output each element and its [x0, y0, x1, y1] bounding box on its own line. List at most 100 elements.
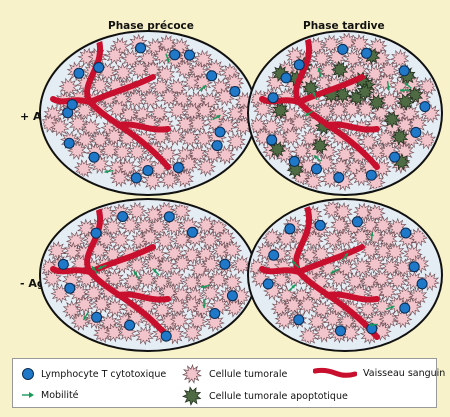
blood-vessel: [87, 74, 156, 105]
tumor-cell: [195, 100, 215, 121]
tumor-cell: [276, 229, 296, 249]
t-cell: [93, 62, 105, 73]
motility-arrow: [200, 284, 210, 289]
blood-vessel: [296, 244, 365, 275]
tumor-cell: [104, 322, 124, 343]
t-cell: [267, 92, 279, 104]
motility-arrow: [97, 264, 107, 270]
apoptotic-cell: [330, 60, 349, 79]
t-cell: [184, 49, 195, 61]
legend-item-tumor-cell: Cellule tumorale: [181, 363, 287, 385]
legend-label-t-cell: Lymphocyte T cytotoxique: [41, 368, 167, 380]
tumor-cell: [350, 33, 370, 54]
motility-arrow: [400, 88, 410, 93]
tumor-cell: [335, 228, 356, 249]
tumor-cell: [103, 217, 123, 238]
tumor-cell: [152, 300, 173, 320]
apoptotic-cell: [301, 79, 320, 97]
tumor-cell: [73, 159, 94, 179]
motility-arrow: [385, 305, 395, 310]
row-label-minus-ag: - Ag: [20, 277, 45, 290]
t-cell: [293, 59, 305, 71]
blood-vessel: [87, 99, 171, 170]
t-cell: [288, 155, 300, 167]
tumor-cell: [120, 215, 141, 236]
tumor-cell: [67, 140, 87, 161]
tumor-cell: [164, 126, 185, 147]
tumor-cell: [322, 309, 343, 329]
t-cell: [209, 308, 221, 319]
tumor-cell: [253, 99, 273, 119]
tumor-cell: [193, 128, 214, 149]
tumor-cell: [329, 215, 350, 236]
tumor-cell: [174, 59, 195, 79]
t-cell: [90, 227, 102, 239]
blood-vessel: [115, 291, 171, 303]
legend-label-tumor-cell: Cellule tumorale: [209, 368, 288, 380]
t-cell: [124, 319, 136, 331]
tumor-cell: [360, 215, 381, 236]
legend-label-motility: Mobilité: [41, 389, 79, 401]
tumor-cell: [167, 100, 188, 121]
t-cell: [351, 216, 363, 228]
tumor-cell: [345, 158, 366, 178]
tumor-cell: [171, 201, 192, 222]
motility-arrow: [404, 81, 412, 89]
t-cell: [172, 162, 184, 174]
t-cell: [314, 219, 326, 231]
tumor-cell: [127, 142, 148, 162]
tumor-cell: [393, 258, 413, 278]
tumor-cell: [90, 75, 110, 96]
tumor-cell: [307, 311, 328, 332]
tumor-panel-late-minus-ag: [247, 198, 443, 352]
tumor-cell: [298, 326, 319, 346]
motility-arrow: [104, 169, 114, 174]
blood-vessel: [87, 244, 156, 275]
legend-item-blood-vessel: Vaisseau sanguin: [313, 365, 445, 381]
tumor-cell: [329, 100, 349, 121]
blood-vessel: [84, 34, 103, 105]
legend-item-motility: Mobilité: [21, 388, 79, 402]
tumor-cell: [81, 117, 102, 138]
tumor-cell: [261, 116, 282, 137]
t-cell: [416, 278, 428, 290]
tumor-cell: [313, 323, 334, 343]
t-cell: [211, 140, 223, 152]
tumor-cell: [70, 311, 91, 331]
t-cell: [169, 49, 181, 61]
motility-arrow: [198, 84, 207, 92]
blood-vessel-icon: [313, 367, 357, 378]
legend: Lymphocyte T cytotoxique Mobilité Cellul…: [12, 358, 445, 408]
motility-arrow: [312, 91, 318, 101]
tumor-cell: [104, 45, 125, 66]
tumor-cell: [200, 229, 220, 250]
apoptotic-cell: [390, 127, 409, 146]
tumor-cell: [49, 117, 70, 137]
tumor-cell: [205, 58, 225, 79]
apoptotic-cell: [383, 110, 401, 129]
t-cell: [293, 314, 305, 326]
t-cell: [117, 211, 129, 222]
motility-arrow: [133, 270, 140, 279]
motility-arrow: [91, 265, 98, 274]
blood-vessel: [293, 34, 312, 105]
t-cell: [214, 126, 226, 138]
tumor-cell: [371, 103, 391, 124]
t-cell-icon: [22, 368, 34, 380]
tumor-cell: [134, 325, 155, 346]
tumor-cell: [159, 169, 180, 190]
tumor-cell: [126, 89, 146, 109]
t-cell: [284, 223, 296, 235]
tumor-cell: [365, 254, 386, 274]
blood-vessel: [296, 74, 365, 105]
tumor-cell: [208, 269, 229, 290]
tumor-cell: [192, 298, 213, 319]
tumor-cell: [329, 268, 349, 288]
tumor-cell: [182, 322, 202, 343]
apoptotic-cell: [356, 83, 374, 101]
t-cell: [63, 137, 75, 149]
motility-arrow: [152, 268, 160, 276]
tumor-cell: [377, 281, 398, 302]
tumor-cell: [127, 201, 147, 222]
t-cell: [66, 99, 78, 111]
